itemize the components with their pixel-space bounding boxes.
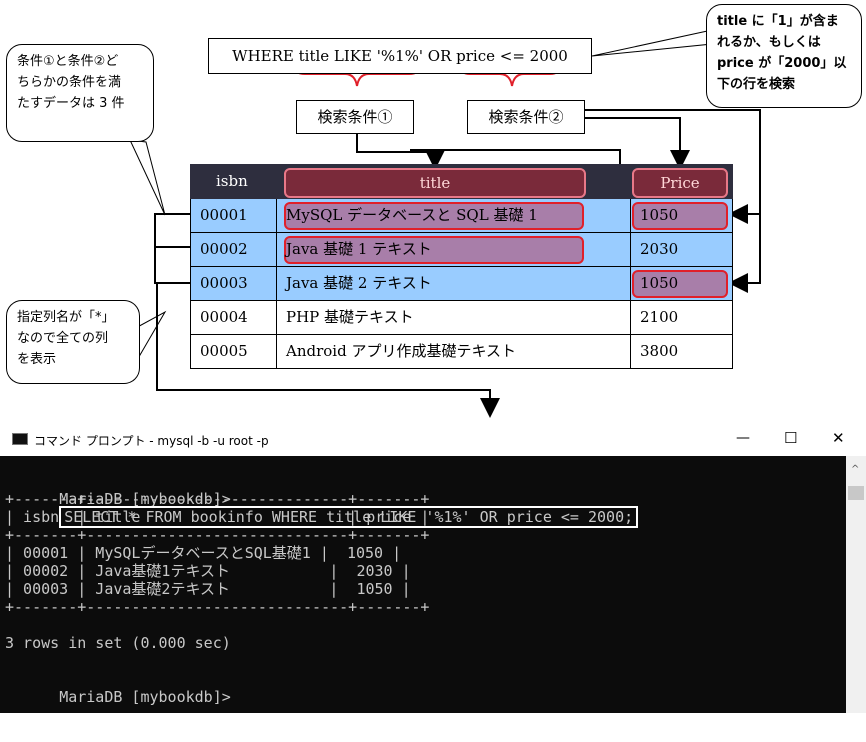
console-separator: +-------+-----------------------------+-…: [5, 526, 430, 544]
cell-price: 1050: [640, 206, 679, 224]
sql-where-clause: WHERE title LIKE '%1%' OR price <= 2000: [208, 38, 592, 74]
console-output[interactable]: MariaDB [mybookdb]> SELECT * FROM bookin…: [0, 456, 846, 722]
table-row: 00002 Java 基礎 1 テキスト 2030: [190, 233, 733, 267]
command-prompt-window: コマンド プロンプト - mysql -b -u root -p — ☐ ✕ M…: [0, 424, 866, 722]
condition-2-label: 検索条件②: [467, 100, 585, 134]
console-separator: +-------+-----------------------------+-…: [5, 490, 430, 508]
maximize-button[interactable]: ☐: [784, 429, 798, 447]
cell-price: 1050: [640, 274, 679, 292]
header-price: Price: [632, 168, 728, 198]
window-title: コマンド プロンプト - mysql -b -u root -p: [34, 434, 269, 448]
callout-line: を表示: [17, 352, 57, 367]
table-row: 00001 MySQL データベースと SQL 基礎 1 1050: [190, 199, 733, 233]
cell-title: MySQL データベースと SQL 基礎 1: [286, 206, 538, 224]
callout-line: 条件①と条件②ど: [17, 54, 119, 69]
bookinfo-table: isbn title Price 00001 MySQL データベースと SQL…: [190, 164, 733, 369]
console-prompt: MariaDB [mybookdb]>: [59, 688, 231, 706]
console-header: | isbn | title | price |: [5, 508, 430, 526]
scroll-up-arrow-icon[interactable]: ^: [851, 464, 860, 475]
highlighted-command: SELECT * FROM bookinfo WHERE title LIKE …: [59, 506, 639, 528]
callout-line: 指定列名が「*」: [17, 310, 115, 325]
console-result: 3 rows in set (0.000 sec): [5, 634, 231, 652]
callout-line: 下の行を検索: [717, 77, 796, 92]
cell-price: 2030: [640, 240, 679, 258]
console-prompt: MariaDB [mybookdb]>: [59, 490, 231, 508]
callout-line: ちらかの条件を満: [17, 75, 122, 90]
cell-isbn: 00001: [200, 206, 248, 224]
scrollbar-thumb[interactable]: [848, 486, 864, 500]
vertical-scrollbar[interactable]: ^: [846, 456, 866, 713]
header-isbn: isbn: [216, 172, 248, 190]
cell-title: Java 基礎 2 テキスト: [286, 274, 432, 292]
callout-line: たすデータは 3 件: [17, 96, 125, 111]
callout-line: price が「2000」以: [717, 56, 847, 71]
callout-line: なので全ての列: [17, 331, 109, 346]
cell-isbn: 00003: [200, 274, 248, 292]
callout-line: れるか、もしくは: [717, 35, 821, 50]
cell-title: PHP 基礎テキスト: [286, 308, 414, 326]
cell-price: 3800: [640, 342, 679, 360]
table-row: 00004 PHP 基礎テキスト 2100: [190, 301, 733, 335]
cell-title: Java 基礎 1 テキスト: [286, 240, 432, 258]
callout-line: title に「1」が含ま: [717, 14, 839, 29]
console-app-icon: [12, 433, 28, 445]
connector-lines: [129, 29, 761, 418]
text-cursor: [63, 719, 73, 722]
callout-all-columns: 指定列名が「*」 なので全ての列 を表示: [6, 300, 140, 384]
console-row: | 00003 | Java基礎2テキスト | 1050 |: [5, 580, 411, 598]
console-row: | 00002 | Java基礎1テキスト | 2030 |: [5, 562, 411, 580]
condition-1-label: 検索条件①: [296, 100, 414, 134]
table-row: 00003 Java 基礎 2 テキスト 1050: [190, 267, 733, 301]
cell-isbn: 00005: [200, 342, 248, 360]
cell-price: 2100: [640, 308, 679, 326]
cell-isbn: 00002: [200, 240, 248, 258]
console-row: | 00001 | MySQLデータベースとSQL基礎1 | 1050 |: [5, 544, 402, 562]
console-separator: +-------+-----------------------------+-…: [5, 598, 430, 616]
callout-three-rows: 条件①と条件②ど ちらかの条件を満 たすデータは 3 件: [6, 44, 154, 142]
window-titlebar: コマンド プロンプト - mysql -b -u root -p — ☐ ✕: [0, 424, 866, 456]
cell-title: Android アプリ作成基礎テキスト: [286, 342, 517, 360]
callout-search-condition: title に「1」が含ま れるか、もしくは price が「2000」以 下の…: [706, 4, 862, 108]
close-button[interactable]: ✕: [832, 429, 845, 447]
cell-isbn: 00004: [200, 308, 248, 326]
minimize-button[interactable]: —: [736, 430, 750, 446]
table-row: 00005 Android アプリ作成基礎テキスト 3800: [190, 335, 733, 369]
header-title: title: [284, 168, 586, 198]
